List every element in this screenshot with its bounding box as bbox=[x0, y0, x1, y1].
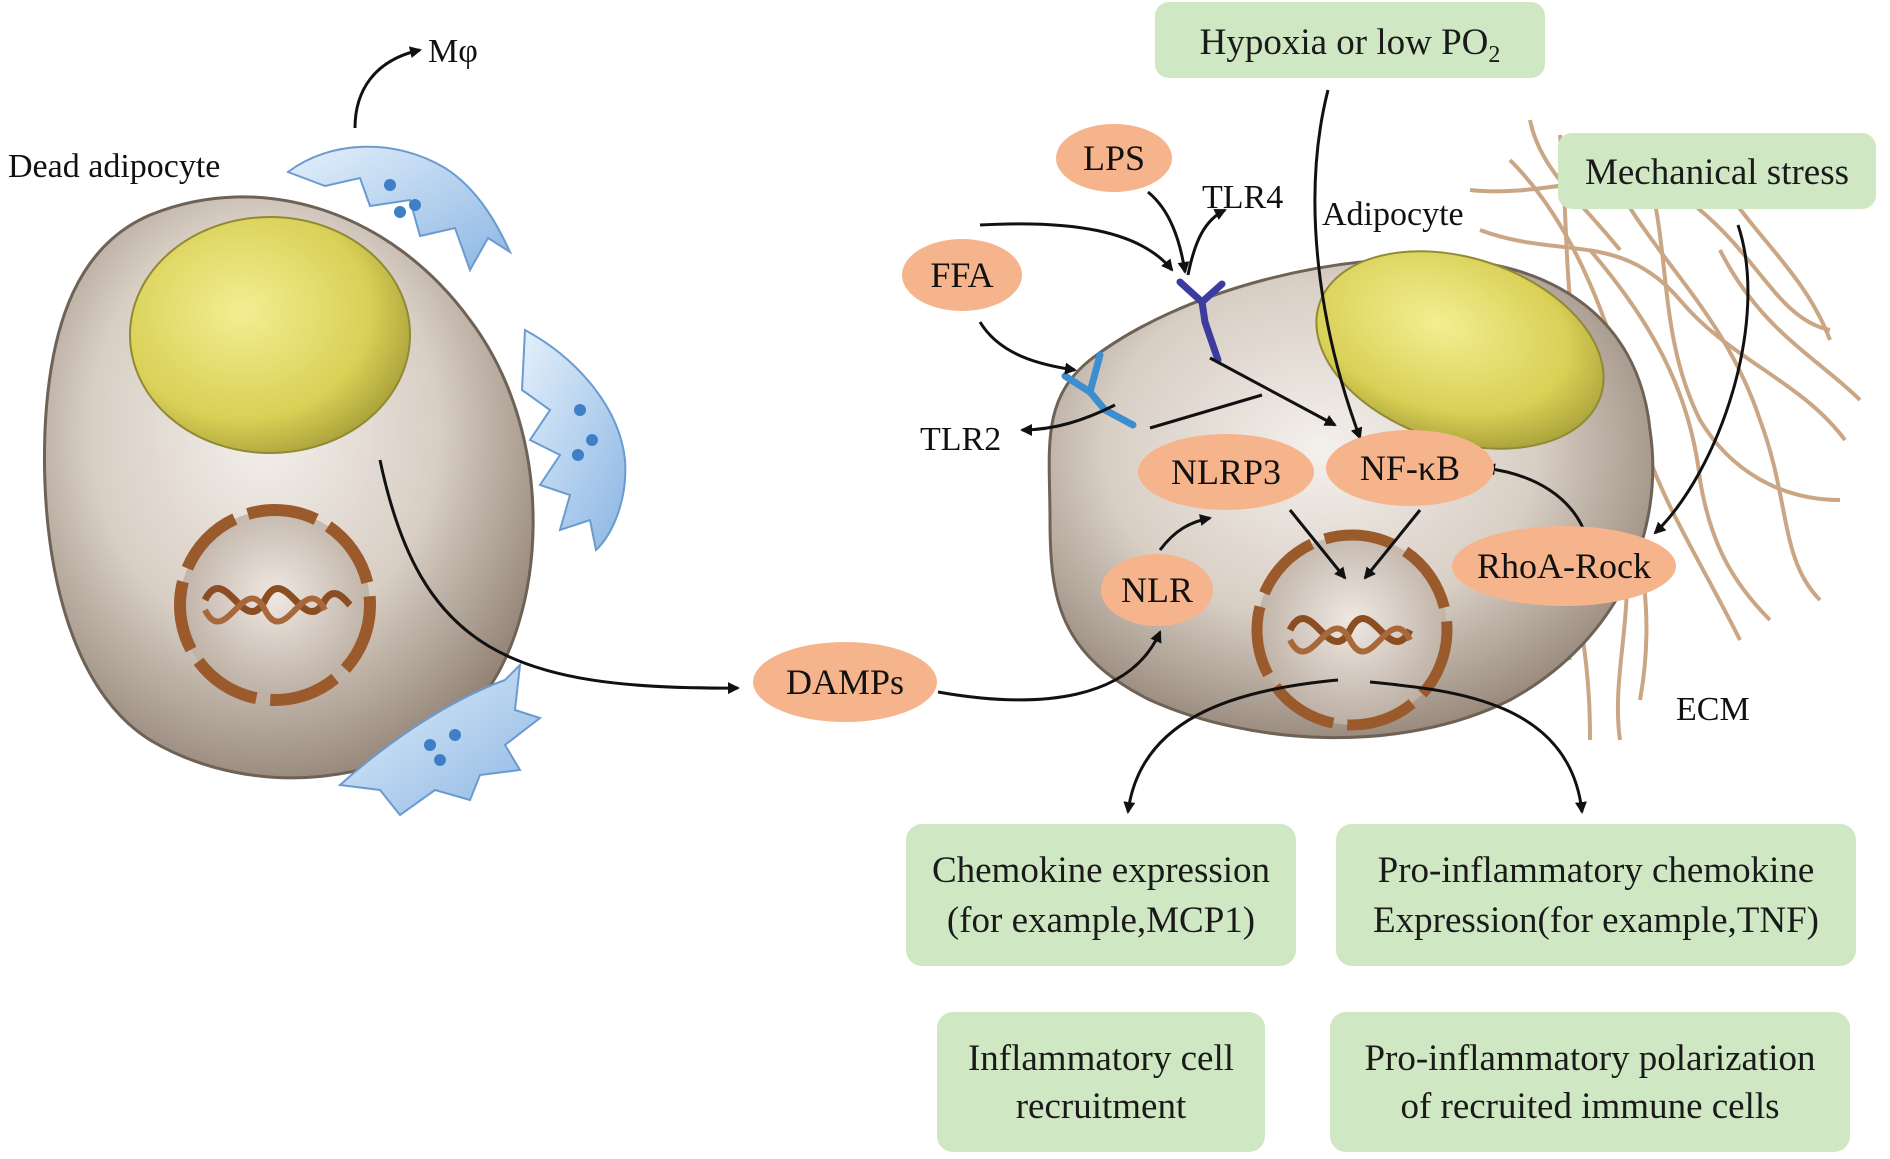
polarization-line2: of recruited immune cells bbox=[1400, 1086, 1779, 1127]
macrophage-top bbox=[285, 145, 513, 273]
macrophage-middle bbox=[520, 328, 627, 552]
dead-adipocyte-label: Dead adipocyte bbox=[8, 148, 220, 185]
arrow-ffa-to-tlr2 bbox=[978, 321, 1077, 375]
nlr-pill: NLR bbox=[1101, 554, 1213, 626]
nlr-label: NLR bbox=[1121, 570, 1193, 610]
arrow-nlrp3-to-nucleus bbox=[1288, 509, 1347, 580]
arrow-nlr-to-nlrp3 bbox=[1158, 514, 1212, 551]
recruitment-line2: recruitment bbox=[1016, 1086, 1187, 1127]
arrow-tlr2-out bbox=[1020, 403, 1116, 436]
mechanical-stress-box: Mechanical stress bbox=[1558, 133, 1876, 209]
dead-adipocyte-nucleus bbox=[174, 504, 376, 706]
nfkb-label: NF-κB bbox=[1360, 448, 1460, 488]
proinflammatory-line1: Pro-inflammatory chemokine bbox=[1378, 850, 1815, 891]
arrow-tlr4-to-nfkb bbox=[1209, 356, 1337, 427]
dead-adipocyte bbox=[43, 195, 535, 780]
proinflammatory-expression-box: Pro-inflammatory chemokine Expression(fo… bbox=[1336, 824, 1856, 966]
tlr4-receptor bbox=[1176, 278, 1226, 364]
hypoxia-label: Hypoxia or low PO2 bbox=[1200, 22, 1501, 68]
lps-label: LPS bbox=[1083, 138, 1145, 178]
arrow-lps-to-tlr4 bbox=[1147, 190, 1190, 274]
tlr4-label: TLR4 bbox=[1202, 179, 1283, 216]
arrow-dead-cell-to-damps bbox=[378, 459, 740, 695]
line-tlr2-to-cytoplasm bbox=[1149, 393, 1263, 430]
arrow-to-macrophage bbox=[353, 46, 422, 129]
tlr2-label: TLR2 bbox=[920, 421, 1001, 458]
chemokine-expression-box: Chemokine expression (for example,MCP1) bbox=[906, 824, 1296, 966]
rhoa-rock-pill: RhoA-Rock bbox=[1452, 526, 1676, 606]
arrow-rhoa-to-nfkb bbox=[1483, 463, 1585, 529]
ffa-pill: FFA bbox=[902, 239, 1022, 311]
mechanical-stress-label: Mechanical stress bbox=[1585, 152, 1849, 193]
polarization-line1: Pro-inflammatory polarization bbox=[1364, 1038, 1815, 1079]
ffa-label: FFA bbox=[930, 255, 993, 295]
ecm-label: ECM bbox=[1676, 691, 1750, 728]
dead-adipocyte-lipid-droplet bbox=[129, 216, 411, 454]
hypoxia-subscript: 2 bbox=[1488, 42, 1500, 68]
damps-label: DAMPs bbox=[786, 662, 904, 702]
chemokine-line1: Chemokine expression bbox=[932, 850, 1270, 891]
nlrp3-label: NLRP3 bbox=[1171, 452, 1281, 492]
arrow-tlr4-out bbox=[1186, 208, 1227, 276]
damps-pill: DAMPs bbox=[753, 642, 937, 722]
arrow-ffa-to-tlr4 bbox=[979, 222, 1174, 272]
nfkb-pill: NF-κB bbox=[1326, 430, 1494, 506]
adipocyte-nucleus bbox=[1251, 529, 1453, 731]
nlrp3-pill: NLRP3 bbox=[1138, 434, 1314, 510]
proinflammatory-line2: Expression(for example,TNF) bbox=[1373, 900, 1819, 941]
recruitment-line1: Inflammatory cell bbox=[968, 1038, 1234, 1079]
polarization-box: Pro-inflammatory polarization of recruit… bbox=[1330, 1012, 1850, 1152]
rhoa-rock-label: RhoA-Rock bbox=[1477, 546, 1651, 586]
arrow-hypoxia-to-nfkb bbox=[1313, 89, 1363, 440]
macrophage-bottom bbox=[337, 662, 543, 817]
arrow-nucleus-to-chemokine bbox=[1123, 678, 1339, 814]
arrow-mech-to-rhoa bbox=[1653, 224, 1750, 535]
arrow-nucleus-to-proinflammatory bbox=[1369, 680, 1587, 814]
arrow-nfkb-to-nucleus bbox=[1363, 509, 1422, 580]
macrophage-label: Mφ bbox=[428, 33, 478, 70]
hypoxia-box: Hypoxia or low PO2 bbox=[1155, 2, 1545, 78]
arrow-damps-to-nlr bbox=[937, 630, 1162, 702]
lps-pill: LPS bbox=[1056, 124, 1172, 192]
chemokine-line2: (for example,MCP1) bbox=[947, 900, 1255, 941]
inflammatory-recruitment-box: Inflammatory cell recruitment bbox=[937, 1012, 1265, 1152]
adipocyte-label: Adipocyte bbox=[1322, 196, 1464, 233]
